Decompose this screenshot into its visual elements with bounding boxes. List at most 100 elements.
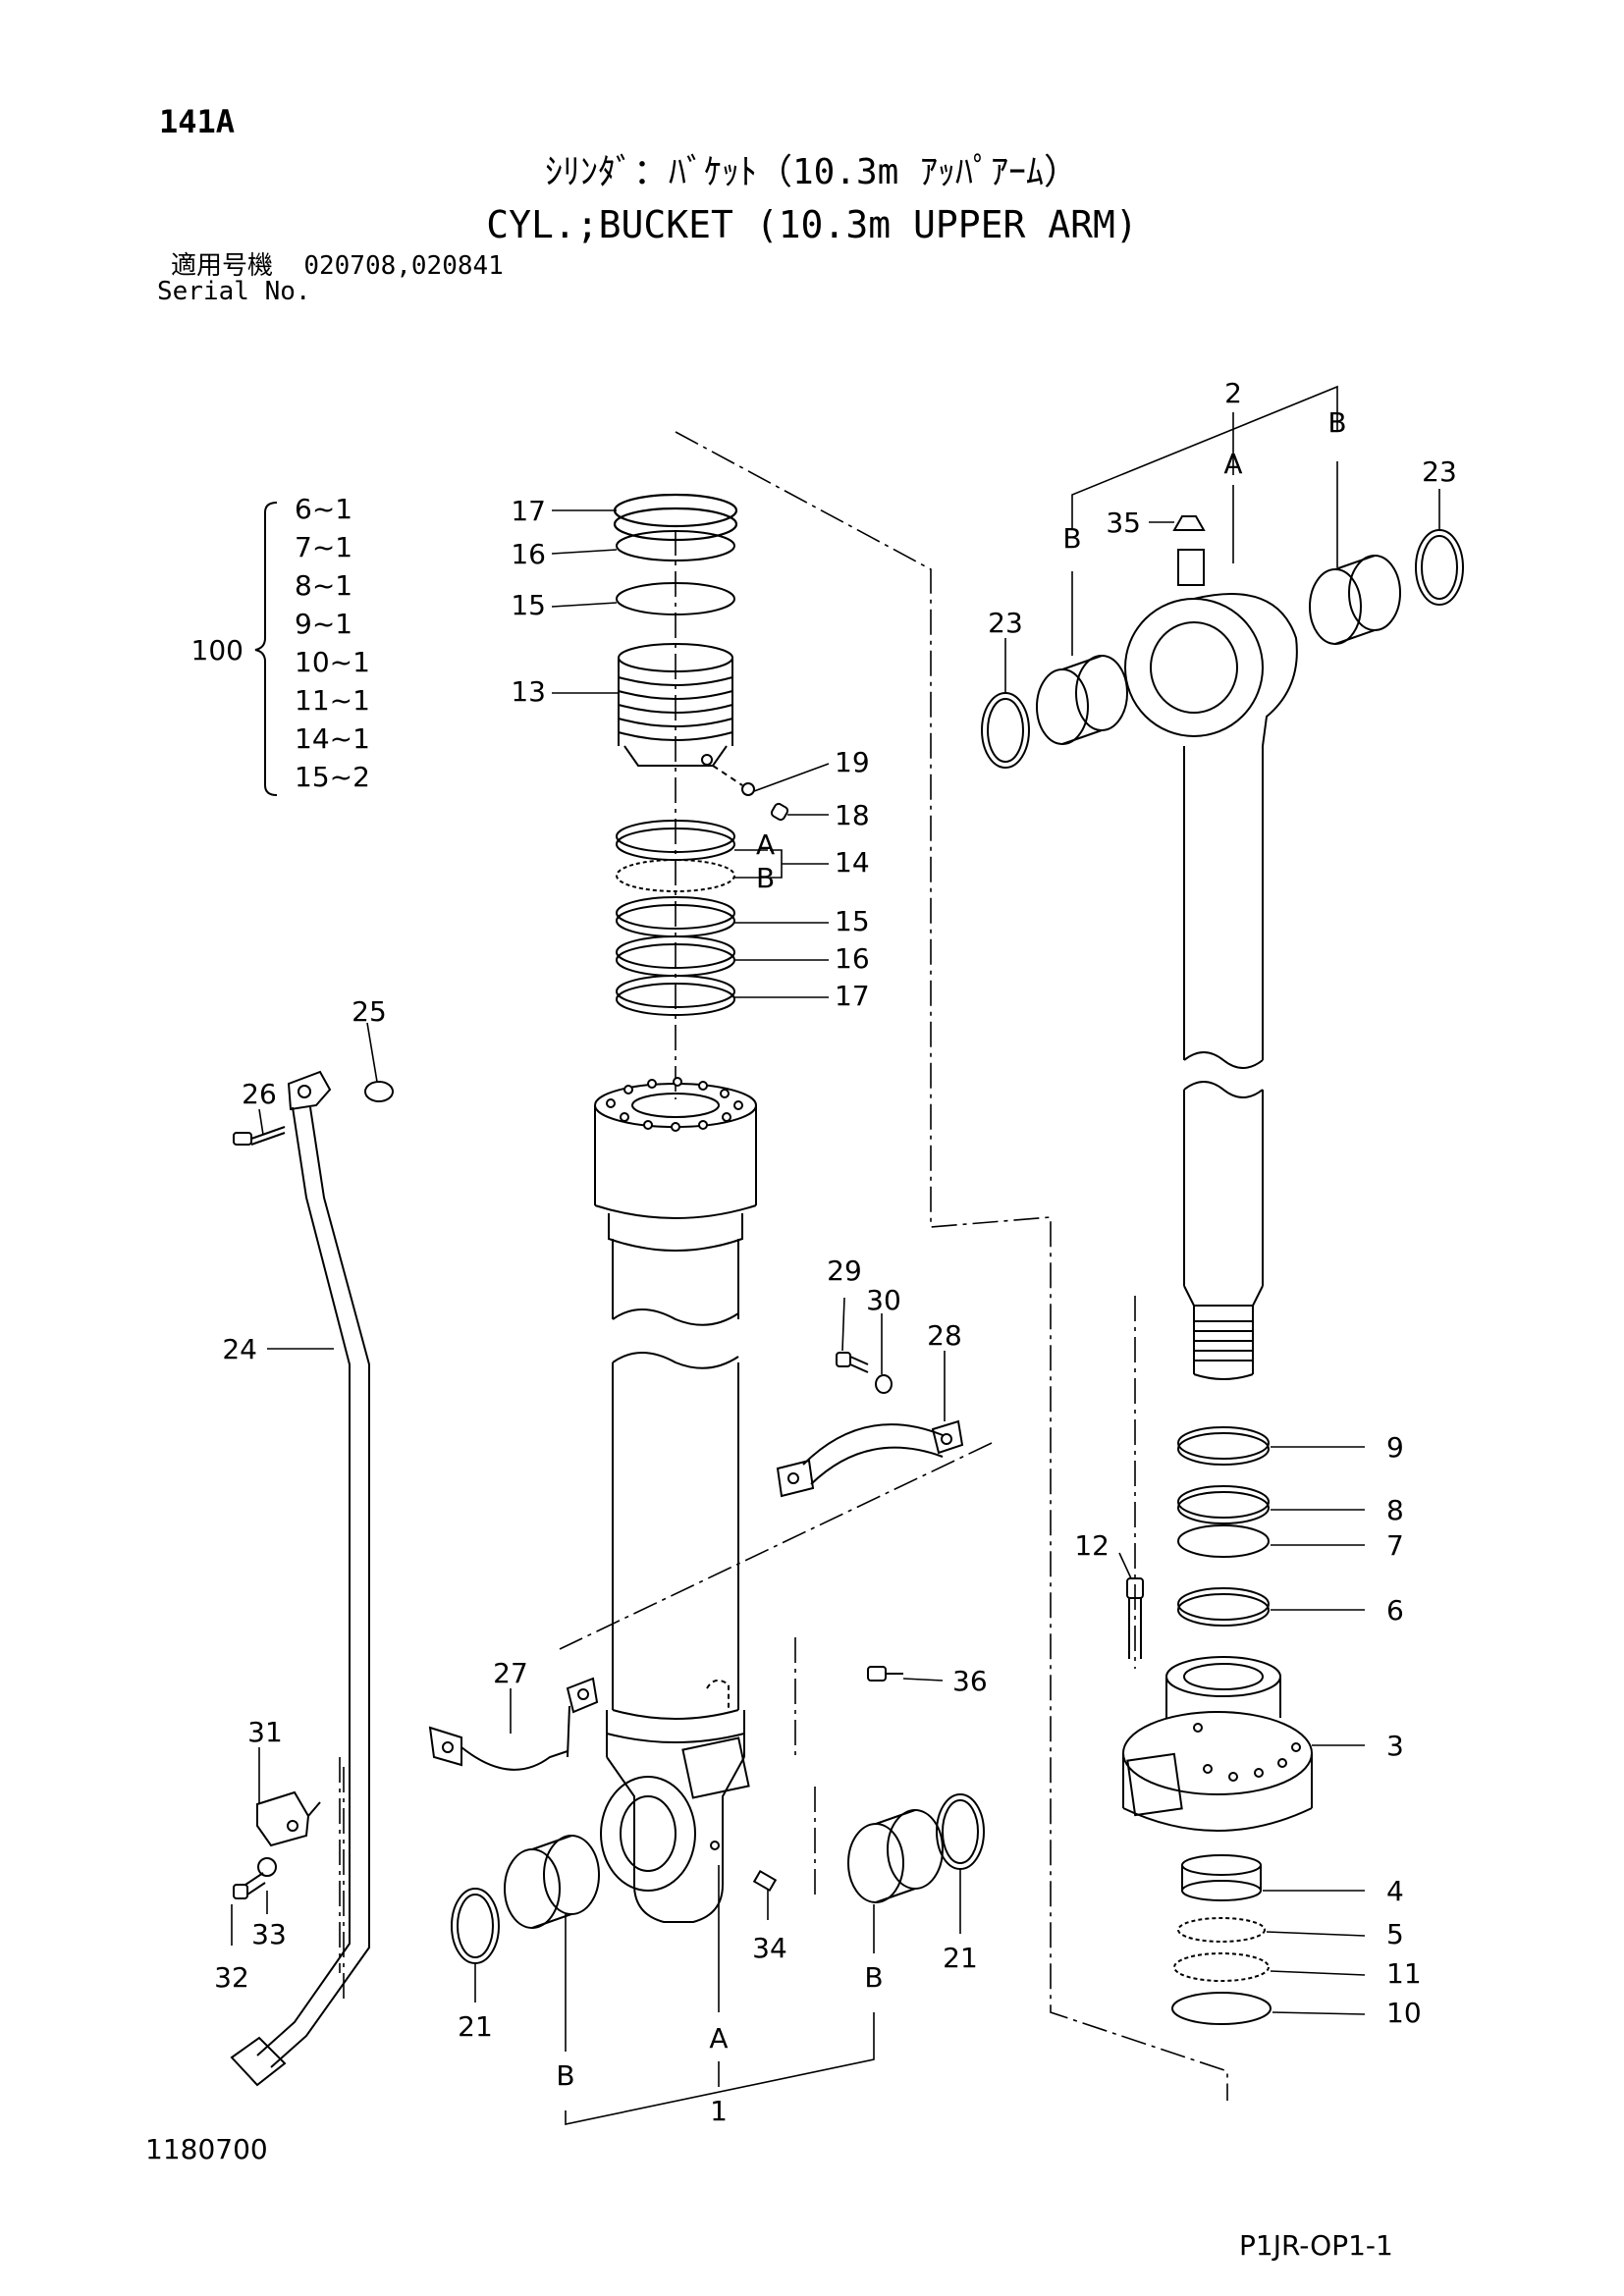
kit-items: 6~1 7~1 8~1 9~1 10~1 11~1 14~1 15~2 — [295, 493, 370, 793]
callout-28: 28 — [927, 1319, 962, 1352]
cylinder-tube — [594, 1077, 757, 1923]
callout-a: A — [709, 2022, 728, 2055]
callout-16: 16 — [511, 538, 546, 570]
serial-label-jp: 適用号機 — [171, 251, 274, 281]
rod-bushing-right — [1309, 555, 1401, 645]
seal-4 — [1181, 1854, 1262, 1901]
steel-ball — [741, 782, 755, 796]
callout-6: 6 — [1386, 1594, 1404, 1627]
leader-lines — [231, 385, 1440, 2125]
callout-4: 4 — [1386, 1875, 1404, 1907]
callout-8: 8 — [1386, 1494, 1404, 1526]
title-english: CYL.;BUCKET (10.3m UPPER ARM) — [486, 203, 1138, 246]
serial-label-en: Serial No. — [157, 277, 311, 306]
grease-fitting-36 — [867, 1666, 903, 1682]
seal-9 — [1177, 1426, 1270, 1466]
clamp-28 — [776, 1419, 964, 1498]
washer-33 — [257, 1857, 277, 1877]
bolt-12 — [1126, 1577, 1144, 1659]
kit-item: 14~1 — [295, 722, 370, 755]
assembly-centerlines — [339, 431, 1228, 2101]
bolt-26 — [233, 1126, 286, 1146]
o-ring-25 — [364, 1081, 394, 1102]
rod-cover — [1122, 1656, 1313, 1832]
seal-5 — [1177, 1917, 1266, 1943]
callout-b: B — [756, 862, 775, 894]
seal-ring-b — [616, 859, 735, 892]
set-screw — [770, 802, 789, 822]
washer-30 — [875, 1374, 893, 1394]
callout-21: 21 — [943, 1942, 978, 1974]
wear-ring — [616, 530, 735, 561]
piston-rod — [1124, 515, 1298, 1380]
kit-label: 100 — [191, 634, 244, 667]
callout-21: 21 — [458, 2010, 493, 2043]
kit-item: 9~1 — [295, 608, 352, 640]
seal-7 — [1177, 1524, 1270, 1558]
serial-numbers: 020708,020841 — [303, 251, 504, 281]
document-number: 1180700 — [145, 2133, 268, 2165]
kit-item: 7~1 — [295, 531, 352, 563]
backup-ring-lower — [616, 975, 735, 1016]
callout-14: 14 — [835, 846, 870, 879]
callout-23: 23 — [1422, 455, 1457, 488]
rod-seal-left — [981, 692, 1030, 769]
callout-12: 12 — [1074, 1529, 1110, 1562]
callout-5: 5 — [1386, 1918, 1404, 1950]
kit-item: 10~1 — [295, 646, 370, 678]
kit-item: 11~1 — [295, 684, 370, 717]
callout-35: 35 — [1106, 507, 1141, 539]
seal-6 — [1177, 1587, 1270, 1627]
kit-item: 8~1 — [295, 569, 352, 602]
rod-seal-right — [1415, 529, 1464, 606]
clamp-31 — [256, 1790, 321, 1847]
bolt-32 — [233, 1872, 266, 1899]
callout-9: 9 — [1386, 1431, 1404, 1464]
callout-a: A — [1223, 448, 1242, 480]
callout-18: 18 — [835, 799, 870, 831]
pipe — [230, 1106, 370, 2087]
seal-ring-a — [616, 820, 735, 861]
callout-36: 36 — [952, 1665, 988, 1697]
kit-bracket — [254, 502, 278, 796]
callout-15: 15 — [511, 589, 546, 621]
callout-b: B — [1062, 522, 1081, 555]
callout-23: 23 — [988, 607, 1023, 639]
title-japanese: ｼﾘﾝﾀﾞ：ﾊﾞｹｯﾄ（10.3m ｱｯﾊﾟｱｰﾑ） — [544, 152, 1080, 192]
piston — [618, 643, 733, 767]
callout-b: B — [1327, 406, 1346, 439]
dust-seal-right — [936, 1793, 985, 1870]
seal-11 — [1173, 1952, 1270, 1982]
callout-15: 15 — [835, 905, 870, 937]
callout-17: 17 — [835, 980, 870, 1012]
callout-27: 27 — [493, 1657, 528, 1689]
callout-7: 7 — [1386, 1529, 1404, 1562]
callout-32: 32 — [214, 1961, 249, 1994]
seal-10 — [1171, 1992, 1272, 2025]
dust-seal-left — [451, 1888, 500, 1964]
backup-ring — [616, 582, 735, 615]
bushing-right — [847, 1809, 944, 1903]
kit-item: 15~2 — [295, 761, 370, 793]
kit-item: 6~1 — [295, 493, 352, 525]
callout-30: 30 — [866, 1284, 901, 1316]
callout-29: 29 — [827, 1255, 862, 1287]
grease-fitting-34 — [752, 1869, 778, 1893]
callout-10: 10 — [1386, 1997, 1422, 2029]
callout-26: 26 — [242, 1078, 277, 1110]
page-reference: P1JR-OP1-1 — [1239, 2229, 1393, 2262]
callout-11: 11 — [1386, 1957, 1422, 1990]
callout-labels: 17 16 15 13 19 18 A B 14 15 16 17 25 26 … — [214, 377, 1457, 2127]
serial-line: 適用号機 020708,020841 — [171, 253, 504, 279]
callout-34: 34 — [752, 1932, 787, 1964]
clamp-27 — [428, 1677, 599, 1771]
callout-b: B — [556, 2059, 574, 2092]
pipe-flange — [287, 1070, 332, 1111]
callout-25: 25 — [352, 995, 387, 1028]
callout-17: 17 — [511, 495, 546, 527]
bolt-29 — [836, 1352, 869, 1373]
callout-31: 31 — [247, 1716, 283, 1748]
seal-8 — [1177, 1485, 1270, 1524]
callout-33: 33 — [251, 1918, 287, 1950]
